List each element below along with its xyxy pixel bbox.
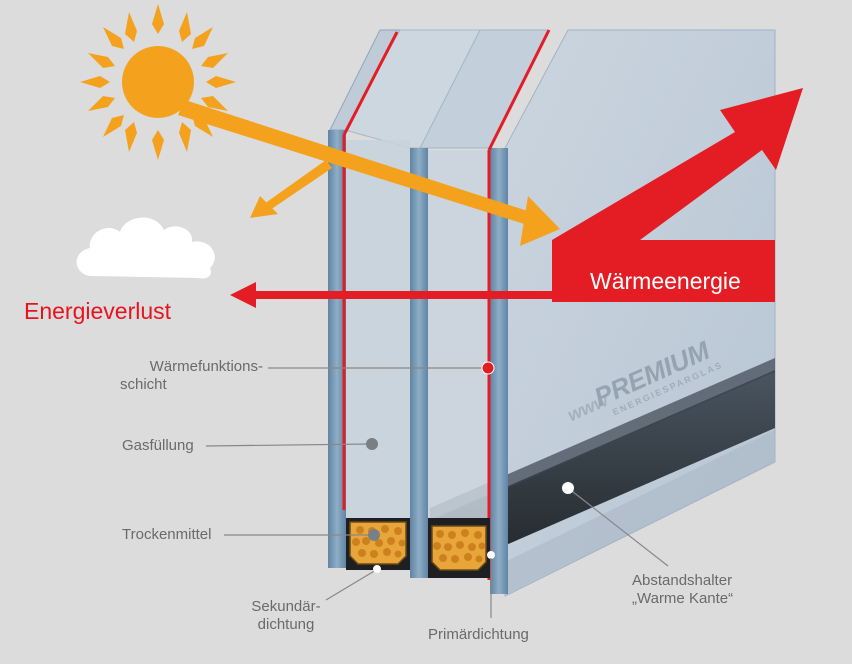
solar-arrow [178,100,560,246]
gas-fill-label: Gasfüllung [122,437,194,454]
cloud-icon [76,217,215,279]
secondary-seal-marker [373,565,381,573]
front-pane-edge [328,130,346,568]
spacer-label-line1: Abstandshalter [632,572,733,589]
desiccant-marker [368,529,380,541]
secondary-seal-label-line2: dichtung [257,616,315,633]
spacer-label: Abstandshalter „Warme Kante“ [632,572,733,608]
gas-fill-marker [366,438,378,450]
desiccant-left [349,521,407,565]
secondary-seal-label-line1: Sekundär- [251,598,321,615]
heat-energy-arrow [552,88,803,302]
middle-pane-edge [410,148,428,578]
spacer-label-line2: „Warme Kante“ [632,590,734,607]
heat-energy-label: Wärmeenergie [590,268,741,294]
glass-unit [328,29,776,597]
desiccant-label: Trockenmittel [122,526,212,543]
coating-marker [481,361,495,375]
coating-line-left [342,31,399,510]
reflected-solar-arrow [250,160,332,218]
secondary-seal-label: Sekundär- dichtung [238,598,334,634]
energy-loss-label: Energieverlust [24,298,172,324]
spacer-marker [562,482,574,494]
back-pane-edge [490,148,508,594]
coating-label-line2: schicht [120,376,167,393]
spacer-band [430,370,775,578]
primary-seal-marker [487,551,495,559]
coating-label-line1: Wärmefunktions- [149,358,263,375]
leader-lines [205,367,669,618]
primary-seal-label: Primärdichtung [428,626,529,643]
desiccant-right [431,525,487,571]
sun-icon [80,4,236,160]
energy-loss-arrow [230,282,552,308]
coating-label: Wärmefunktions- schicht [120,358,263,394]
